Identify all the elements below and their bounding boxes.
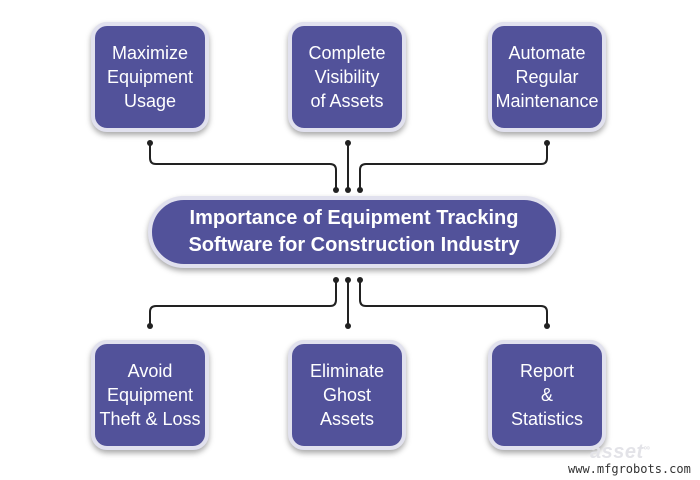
node-label: Avoid Equipment Theft & Loss (99, 361, 201, 429)
logo-text: asset (590, 441, 644, 463)
connector-dot (345, 140, 351, 146)
connector-dot (345, 277, 351, 283)
node-label: Maximize Equipment Usage (106, 43, 194, 111)
connector-bottom-left (149, 280, 337, 326)
connector-dot (357, 187, 363, 193)
node-label: Eliminate Ghost Assets (309, 361, 385, 429)
central-topic: Importance of Equipment Tracking Softwar… (148, 196, 560, 268)
brand-logo: asset∞ (590, 441, 651, 464)
connector-top-left (149, 143, 337, 190)
node-label: Report & Statistics (510, 361, 584, 429)
node-report-statistics: Report & Statistics (488, 340, 606, 450)
connector-dot (345, 187, 351, 193)
node-eliminate-ghost-assets: Eliminate Ghost Assets (288, 340, 406, 450)
connector-dot (345, 323, 351, 329)
connector-dot (147, 140, 153, 146)
node-avoid-theft-loss: Avoid Equipment Theft & Loss (91, 340, 209, 450)
connector-dot (357, 277, 363, 283)
watermark-url: www.mfgrobots.com (568, 462, 691, 476)
node-label: Complete Visibility of Assets (308, 43, 386, 111)
infinity-icon: ∞ (643, 442, 651, 453)
connector-top-right (359, 143, 548, 190)
node-complete-visibility: Complete Visibility of Assets (288, 22, 406, 132)
connector-dot (333, 277, 339, 283)
node-label: Automate Regular Maintenance (495, 43, 599, 111)
connector-dot (333, 187, 339, 193)
node-maximize-equipment-usage: Maximize Equipment Usage (91, 22, 209, 132)
connector-dot (544, 323, 550, 329)
connector-dot (544, 140, 550, 146)
connector-bottom-right (359, 280, 548, 326)
central-topic-title: Importance of Equipment Tracking Softwar… (188, 207, 520, 256)
connector-dot (147, 323, 153, 329)
node-automate-maintenance: Automate Regular Maintenance (488, 22, 606, 132)
